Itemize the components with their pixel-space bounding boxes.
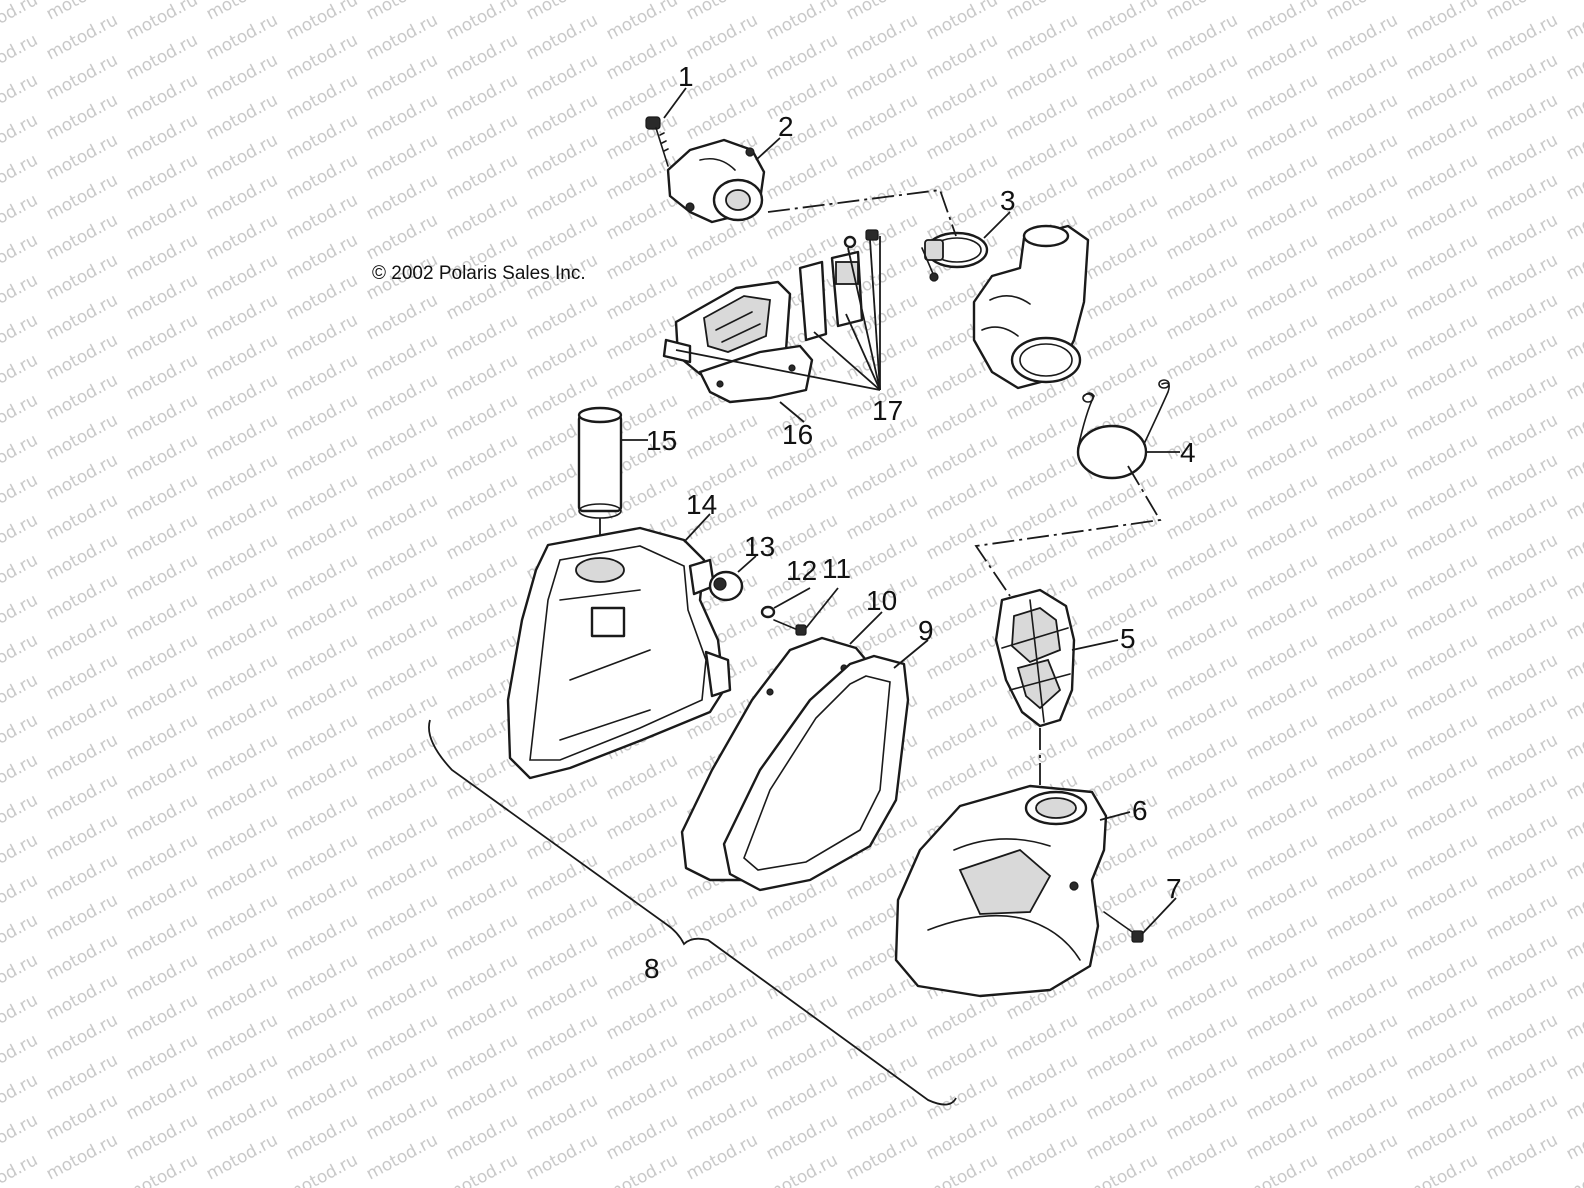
callout-13: 13 [744,531,775,562]
callout-5: 5 [1120,623,1136,654]
assembly-bracket [428,719,957,1106]
part-6-airbox-cover [894,784,1108,998]
callout-labels: 1 2 3 4 5 6 7 8 9 10 11 12 13 14 15 16 1… [644,61,1196,984]
part-12-washer [760,605,776,619]
callout-9: 9 [918,615,934,646]
callout-3: 3 [1000,185,1016,216]
callout-1: 1 [678,61,694,92]
part-13-grommet [708,570,744,602]
part-3-clamp [921,231,989,282]
callout-14: 14 [686,489,717,520]
connection-lines [767,189,1162,597]
callout-17: 17 [872,395,903,426]
callout-8: 8 [644,953,660,984]
part-16-reed-valve [662,280,814,404]
callout-11: 11 [822,553,851,584]
copyright-notice: © 2002 Polaris Sales Inc. [372,263,586,284]
part-5-screen [994,588,1076,806]
part-9-gasket [722,654,910,892]
callout-4: 4 [1180,437,1196,468]
part-7-screw [1103,911,1144,943]
part-17-reed-hardware [798,229,879,342]
watermark-text: motod.ru [0,1150,41,1188]
intake-boot [972,224,1090,390]
callout-12: 12 [786,555,817,586]
watermark-text: motod.ru [1563,0,1584,4]
callout-2: 2 [778,111,794,142]
callout-7: 7 [1166,873,1182,904]
callout-15: 15 [646,425,677,456]
callout-16: 16 [782,419,813,450]
part-11-screw [773,619,807,636]
watermark-text: motod.ru [1563,0,1584,44]
part-1-bolt [645,116,669,167]
callout-6: 6 [1132,795,1148,826]
part-2-adapter [666,138,766,224]
callout-10: 10 [866,585,897,616]
part-14-airbox-base [506,526,732,780]
leader-lines [620,87,1180,935]
